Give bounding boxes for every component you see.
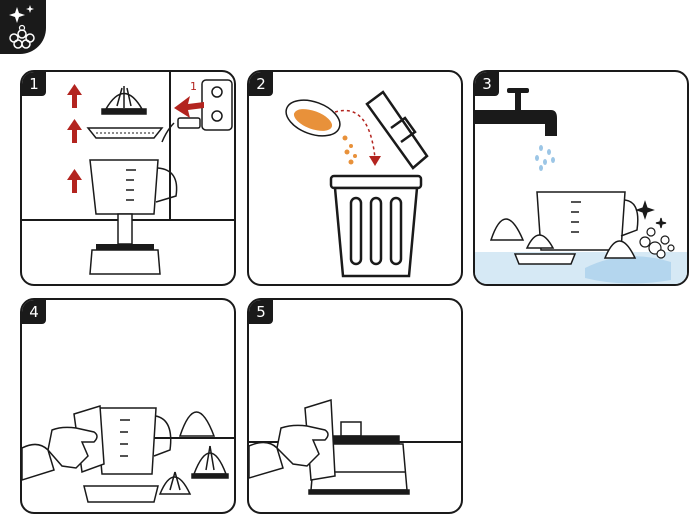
step-number: 5 [249, 300, 273, 324]
trash-bin-icon [329, 174, 423, 278]
step-panel-4: 4 [20, 298, 236, 514]
step-5-illustration [249, 399, 461, 495]
cleaning-badge [0, 0, 46, 54]
step-2-illustration [285, 90, 429, 278]
trash-bin-lid-icon [365, 90, 429, 170]
step-number: 4 [22, 300, 46, 324]
step-number: 3 [475, 72, 499, 96]
step-3-illustration [475, 88, 687, 284]
water-drops-icon [535, 145, 555, 171]
step-4-illustration [22, 405, 234, 503]
step-1-illustration: 1 [22, 72, 234, 275]
soap-bubbles-icon [635, 200, 675, 259]
step-panel-3: 3 [473, 70, 689, 286]
arrow-icon [174, 96, 204, 118]
step-panel-1: 1 [20, 70, 236, 286]
juicer-cone-icon [158, 445, 229, 495]
step-number: 1 [22, 72, 46, 96]
wall-socket-icon [201, 79, 233, 131]
sparkle-bubbles-icon [9, 5, 35, 49]
juicer-parts-icon [489, 191, 639, 265]
juicer-cone-icon [101, 86, 147, 115]
plug-icon [161, 117, 201, 143]
pulp-strainer-icon [285, 99, 341, 137]
juicer-jug-icon [89, 159, 178, 215]
hand-with-cloth-icon [22, 405, 105, 481]
callout-number: 1 [190, 80, 197, 93]
hand-with-cloth-icon [249, 399, 336, 481]
faucet-icon [475, 88, 557, 136]
juicer-jug-icon [95, 407, 172, 475]
arrow-up-icon [67, 84, 82, 193]
step-panel-5: 5 [247, 298, 463, 514]
step-number: 2 [249, 72, 273, 96]
step-panel-2: 2 [247, 70, 463, 286]
